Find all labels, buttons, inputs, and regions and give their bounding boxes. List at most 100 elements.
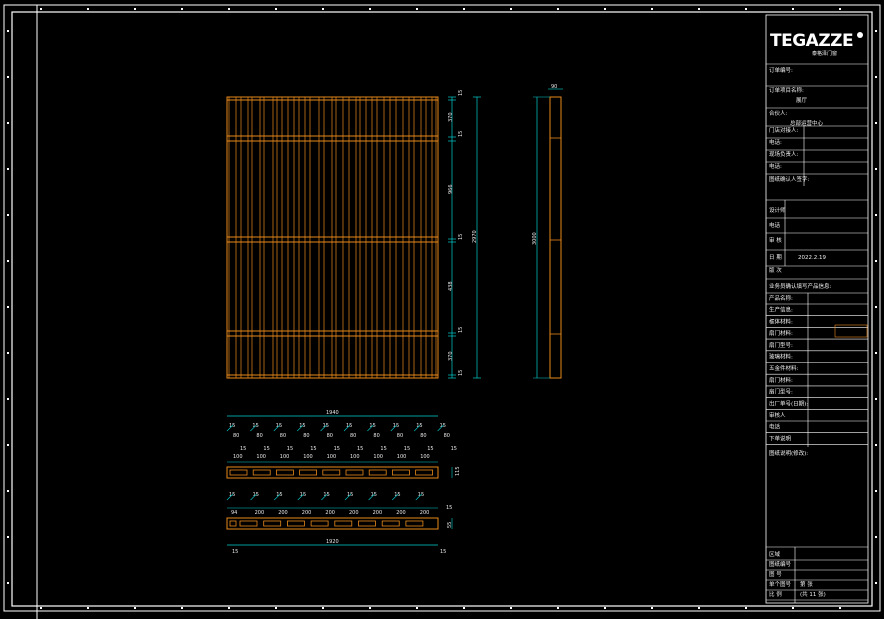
tb-label-product_name: 产品名称: xyxy=(769,294,793,302)
plan-view-2: 1515151515151515159420020020020020020020… xyxy=(226,492,453,555)
plan2-side-mark: 15 xyxy=(446,505,452,511)
tb-label-door_no2: 扇门型号: xyxy=(769,388,793,396)
title-block: TEGAZZE 泰格泽门窗 订单编号:订单项目名称:展厅合伙人:总部运营中心门店… xyxy=(765,14,869,604)
plan1-dim-r2: 80 xyxy=(444,433,450,439)
tb-label-date: 日 期 xyxy=(769,254,782,261)
plan1-dim-r2: 80 xyxy=(350,433,356,439)
plan2-dim-r2: 200 xyxy=(255,510,265,516)
plan1-dim-r1b: 15 xyxy=(263,446,269,452)
plan1-dim-r2: 80 xyxy=(373,433,379,439)
plan2-dim-r2: 200 xyxy=(325,510,335,516)
brand-logo: TEGAZZE xyxy=(770,31,853,51)
tb-value-ratio: 第 张 xyxy=(800,580,813,588)
plan1-dim-r1b: 15 xyxy=(451,446,457,452)
tb-label-origin: 生产信息: xyxy=(769,306,793,314)
plan1-dim-r1b: 15 xyxy=(310,446,316,452)
plan2-edge-left: 15 xyxy=(232,549,238,555)
plan-view-1: 1940 15151515151515151515808080808080808… xyxy=(226,410,461,479)
tb-remarks-label: 图纸说明(修改): xyxy=(769,449,808,457)
plan1-dim-r1b: 15 xyxy=(287,446,293,452)
dim-f-2: 15 xyxy=(458,131,464,137)
tb-label-door_material2: 扇门材料: xyxy=(769,376,793,384)
tb-label-phone4: 电话 xyxy=(769,423,781,431)
plan1-depth-dim: 115 xyxy=(455,466,461,476)
plan2-dim-r2: 94 xyxy=(231,510,237,516)
plan2-depth-dim: 55 xyxy=(447,522,453,528)
tb-label-total: 比 例 xyxy=(769,590,782,598)
tb-label-reviewer: 审核人 xyxy=(769,411,786,419)
plan1-dim-r3: 100 xyxy=(256,454,266,460)
dim-f-6: 438 xyxy=(448,281,454,291)
tb-label-notes: 下单说明 xyxy=(769,434,792,442)
tb-label-phone3: 电话 xyxy=(769,221,781,229)
plan1-dim-r3: 100 xyxy=(280,454,290,460)
dim-f-7: 15 xyxy=(458,327,464,333)
plan2-overall-dim: 1920 xyxy=(326,539,339,545)
tb-label-sheet: 图 号 xyxy=(769,570,782,578)
tb-value-partner: 总部运营中心 xyxy=(790,119,824,127)
plan1-dim-r2: 80 xyxy=(420,433,426,439)
tb-label-glass_material: 玻璃材料: xyxy=(769,353,793,361)
plan1-dim-r2: 80 xyxy=(256,433,262,439)
orange-marker xyxy=(834,324,868,338)
plan1-dim-r3: 100 xyxy=(233,454,243,460)
plan2-dim-r2: 200 xyxy=(349,510,359,516)
tb-label-review: 审 核 xyxy=(769,236,782,244)
tb-label-frame_material: 框体材料: xyxy=(769,317,793,325)
tb-value-total: (共 11 张) xyxy=(800,590,826,598)
plan1-dim-r2: 80 xyxy=(303,433,309,439)
tb-label-designer: 设计师 xyxy=(769,206,786,214)
plan2-edge-right: 15 xyxy=(440,549,446,555)
plan2-dim-r2: 200 xyxy=(302,510,312,516)
plan1-dim-r3: 100 xyxy=(373,454,383,460)
tb-label-store_contact: 门店对接人: xyxy=(769,126,799,134)
tb-label-version: 版 次 xyxy=(769,266,782,274)
dim-f-1: 370 xyxy=(448,112,454,122)
plan1-dim-r3: 100 xyxy=(420,454,430,460)
tb-label-drawing_confirm: 图纸确认人签字: xyxy=(769,175,810,183)
plan1-dim-r1b: 15 xyxy=(240,446,246,452)
plan1-dim-r1b: 15 xyxy=(427,446,433,452)
plan1-dim-r3: 100 xyxy=(303,454,313,460)
side-height-dim: 3000 xyxy=(532,232,538,245)
tb-label-drawing_no: 图纸编号 xyxy=(769,560,792,568)
tb-label-hardware_material: 五金件材料: xyxy=(769,364,799,372)
plan1-dim-r2: 80 xyxy=(280,433,286,439)
plan2-dimension-chain: 1515151515151515159420020020020020020020… xyxy=(226,492,438,516)
tb-label-ratio: 单个图号 xyxy=(769,580,792,588)
tb-label-door_no: 扇门型号: xyxy=(769,341,793,349)
plan1-dimension-chain: 1515151515151515151580808080808080808080… xyxy=(226,423,457,463)
tb-product-header: 业务员确认填写产品信息: xyxy=(769,282,832,290)
front-elevation-view xyxy=(226,96,439,379)
tb-label-order_no: 订单编号: xyxy=(769,66,793,74)
plan2-dim-r2: 200 xyxy=(373,510,383,516)
tb-label-delivery_date: 出厂单号(日期): xyxy=(769,399,808,407)
dim-f-4: 15 xyxy=(458,234,464,240)
plan2-dim-r2: 200 xyxy=(396,510,406,516)
dim-f-0: 15 xyxy=(458,90,464,96)
tb-value-project_name: 展厅 xyxy=(796,97,808,104)
sheet-border xyxy=(3,4,881,619)
plan1-dim-r1b: 15 xyxy=(380,446,386,452)
dim-f-3: 966 xyxy=(448,184,454,194)
front-vertical-dimensions: 15 370 15 966 15 2970 438 15 370 15 xyxy=(448,90,481,379)
plan1-dim-r2: 80 xyxy=(397,433,403,439)
plan1-dim-r2: 80 xyxy=(233,433,239,439)
plan2-dim-r2: 200 xyxy=(420,510,430,516)
tb-label-area: 区域 xyxy=(769,550,781,558)
dim-f-9: 15 xyxy=(458,370,464,376)
plan1-dim-r2: 80 xyxy=(327,433,333,439)
tb-label-door_material: 扇门材料: xyxy=(769,329,793,337)
plan1-dim-r1b: 15 xyxy=(334,446,340,452)
side-top-dim: 90 xyxy=(551,84,557,90)
tb-label-phone1: 电话: xyxy=(769,138,782,146)
brand-subtitle: 泰格泽门窗 xyxy=(812,50,837,57)
plan1-overall-dim: 1940 xyxy=(326,410,339,416)
plan1-dim-r1b: 15 xyxy=(357,446,363,452)
registered-mark-icon xyxy=(857,32,863,38)
tb-label-site_owner: 现场负责人: xyxy=(769,150,799,158)
plan2-dim-r2: 200 xyxy=(278,510,288,516)
tb-label-phone2: 电话: xyxy=(769,162,782,170)
side-elevation-view: 90 3000 xyxy=(532,84,563,379)
